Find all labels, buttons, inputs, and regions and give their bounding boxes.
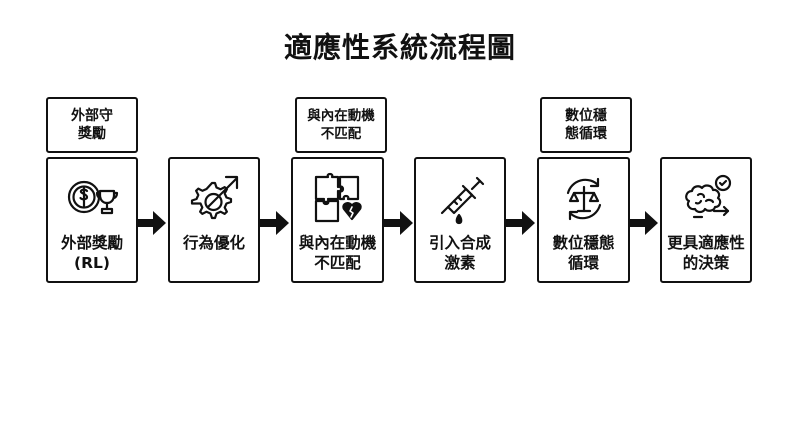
page-title: 適應性系統流程圖: [283, 31, 516, 64]
gear-arrow-icon: [190, 175, 239, 220]
top-note-label: 與內在動機 不匹配: [307, 108, 375, 142]
arrow-right-icon: [506, 211, 535, 235]
step-label: 行為優化: [182, 234, 245, 252]
step-adaptive-decision: 更具適應性 的決策: [660, 157, 752, 283]
reward-icon: [67, 180, 119, 215]
arrow-right-icon: [260, 211, 289, 235]
top-note-mismatch: 與內在動機 不匹配: [295, 97, 387, 153]
step-behavior-optimization: 行為優化: [168, 157, 260, 283]
step-label: 引入合成 激素: [428, 234, 491, 272]
top-note-digital-homeostasis: 數位穩 態循環: [540, 97, 632, 153]
step-label: 數位穩態 循環: [552, 234, 615, 272]
top-note-label: 數位穩 態循環: [565, 108, 607, 142]
puzzle-broken-heart-icon: [314, 172, 362, 223]
arrow-right-icon: [384, 211, 413, 235]
top-note-external-reward: 外部守 獎勵: [46, 97, 138, 153]
step-motivation-mismatch: 與內在動機 不匹配: [291, 157, 384, 283]
arrow-right-icon: [137, 211, 166, 235]
brain-check-icon: [685, 174, 732, 219]
step-label: 外部獎勵 (RL): [60, 234, 123, 272]
balance-cycle-icon: [566, 177, 601, 221]
step-digital-homeostasis: 數位穩態 循環: [537, 157, 630, 283]
top-note-label: 外部守 獎勵: [71, 108, 113, 142]
syringe-icon: [440, 176, 485, 225]
step-synthetic-hormone: 引入合成 激素: [414, 157, 506, 283]
arrow-right-icon: [629, 211, 658, 235]
step-external-reward: 外部獎勵 (RL): [46, 157, 138, 283]
step-label: 與內在動機 不匹配: [298, 234, 377, 272]
step-label: 更具適應性 的決策: [667, 234, 745, 272]
